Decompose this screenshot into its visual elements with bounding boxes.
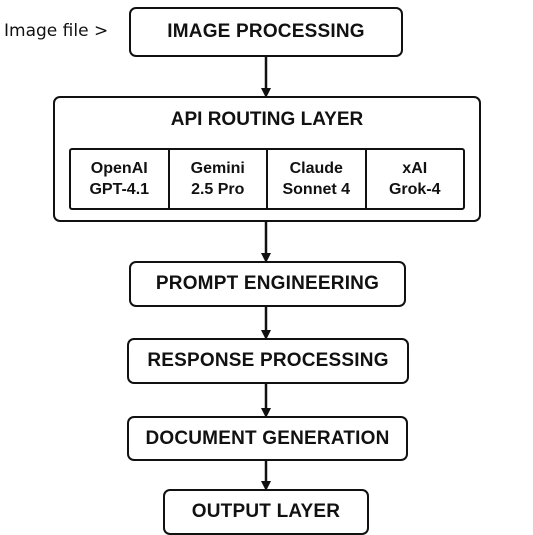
model-gemini: Gemini 2.5 Pro [167, 150, 267, 208]
image-processing-stage: IMAGE PROCESSING [129, 7, 403, 57]
model-version: GPT-4.1 [89, 181, 150, 198]
model-provider-name: Claude [289, 160, 343, 177]
model-openai: OpenAI GPT-4.1 [71, 150, 168, 208]
response-processing-stage: RESPONSE PROCESSING [127, 338, 409, 384]
api-routing-layer-title: API ROUTING LAYER [170, 109, 364, 130]
model-provider-name: xAI [402, 160, 428, 177]
image-file-input-label: Image file > [4, 21, 109, 41]
api-routing-layer: API ROUTING LAYER OpenAI GPT-4.1 Gemini … [53, 96, 481, 222]
model-version: Sonnet 4 [282, 181, 351, 198]
model-version: Grok-4 [388, 181, 441, 198]
model-provider-name: Gemini [190, 160, 245, 177]
document-generation-stage: DOCUMENT GENERATION [127, 416, 408, 461]
model-xai: xAI Grok-4 [364, 150, 464, 208]
model-provider-row: OpenAI GPT-4.1 Gemini 2.5 Pro Claude Son… [69, 148, 465, 210]
model-provider-name: OpenAI [90, 160, 148, 177]
model-version: 2.5 Pro [191, 181, 245, 198]
model-claude: Claude Sonnet 4 [266, 150, 365, 208]
